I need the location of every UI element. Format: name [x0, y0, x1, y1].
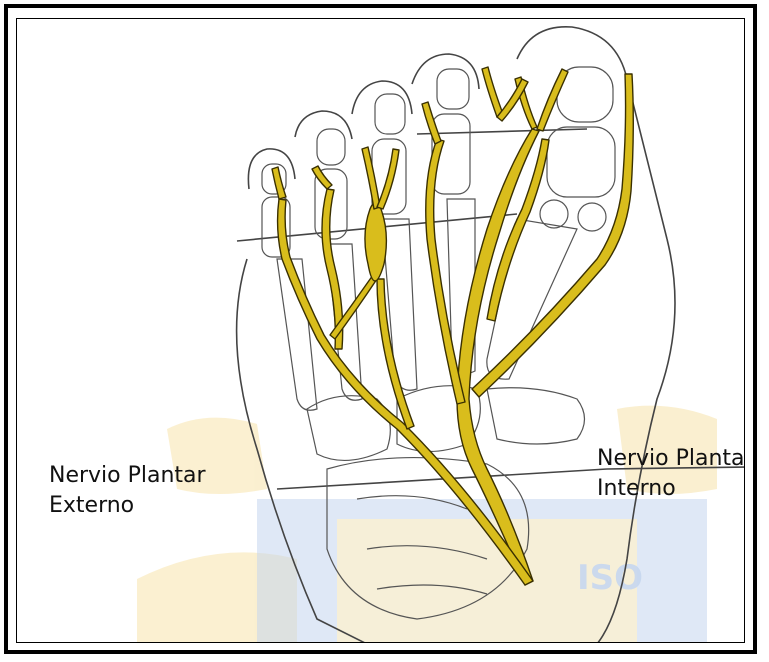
internal-label-line-1: Nervio Plantar	[597, 444, 745, 474]
figure-frame: ISO	[4, 4, 757, 654]
watermark: ISO	[137, 406, 717, 643]
internal-label-line-2: Interno	[597, 474, 745, 504]
external-plantar-nerve-label: Nervio Plantar Externo	[49, 461, 206, 521]
watermark-text: ISO	[577, 558, 643, 598]
internal-plantar-nerve-label: Nervio Plantar Interno	[597, 444, 745, 504]
figure-panel: ISO	[16, 18, 745, 643]
foot-illustration: ISO	[17, 19, 745, 643]
external-label-line-1: Nervio Plantar	[49, 461, 206, 491]
external-label-line-2: Externo	[49, 491, 206, 521]
